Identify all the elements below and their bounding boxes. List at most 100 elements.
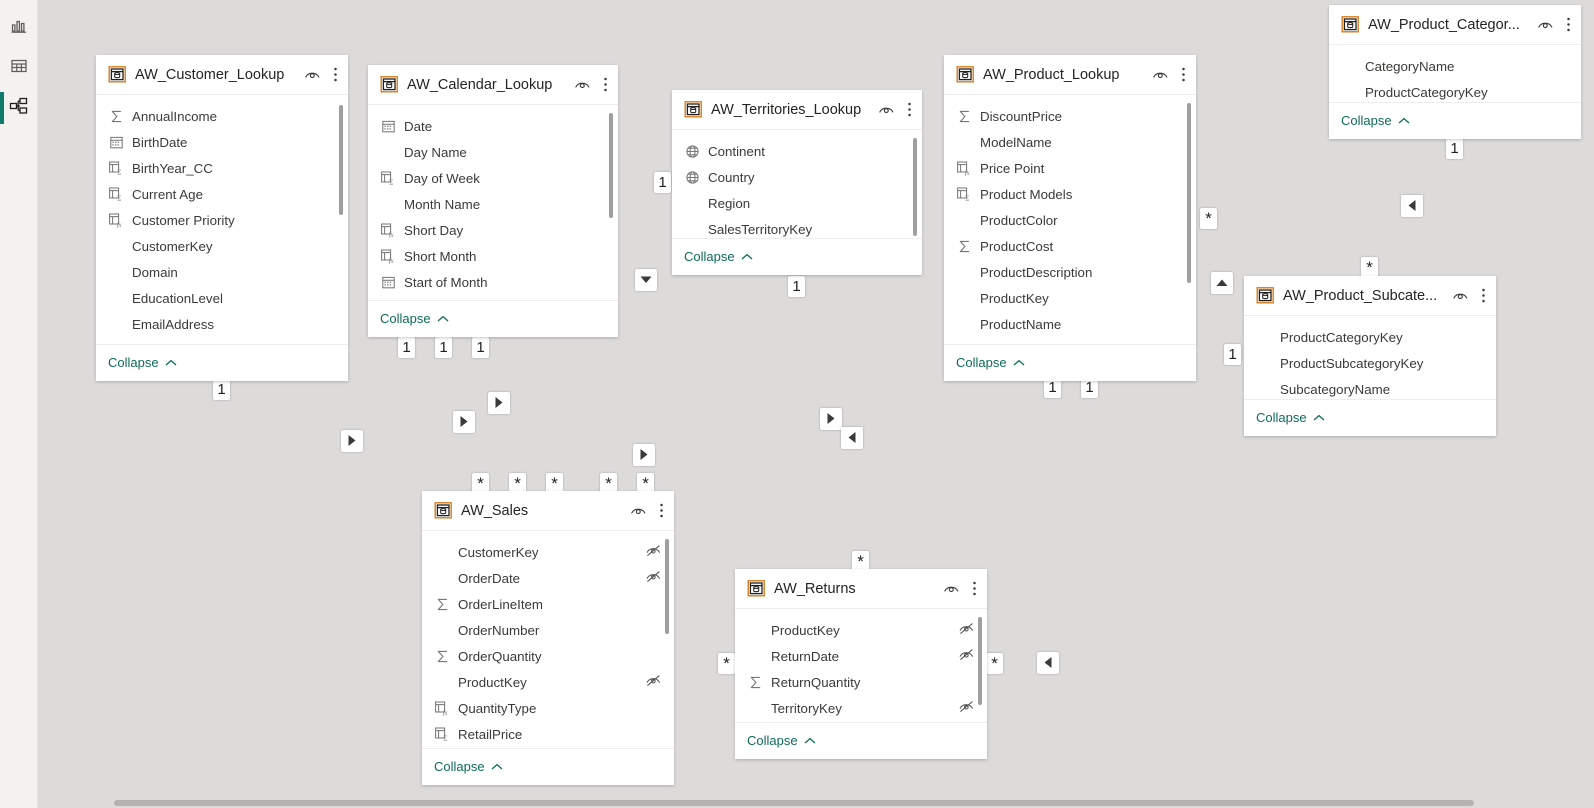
field-row[interactable]: Continent xyxy=(672,138,922,164)
sidebar-item-report-view[interactable] xyxy=(0,8,38,48)
field-row[interactable]: CategoryName xyxy=(1329,53,1581,79)
field-row[interactable]: AnnualIncome xyxy=(96,103,348,129)
field-row[interactable]: SubcategoryName xyxy=(1244,376,1496,399)
field-row[interactable]: OrderDate xyxy=(422,565,674,591)
field-row[interactable]: Month Name xyxy=(368,191,618,217)
field-row[interactable]: fx Short Month xyxy=(368,243,618,269)
field-row[interactable]: fx QuantityType xyxy=(422,695,674,721)
table-card-subcategory[interactable]: AW_Product_Subcate... ProductCategoryKey… xyxy=(1244,276,1496,436)
hidden-eye-icon[interactable] xyxy=(645,543,662,561)
hidden-eye-icon[interactable] xyxy=(645,569,662,587)
table-card-territories[interactable]: AW_Territories_Lookup Continent Country … xyxy=(672,90,922,275)
collapse-button[interactable]: Collapse xyxy=(956,355,1025,370)
field-row[interactable]: OrderQuantity xyxy=(422,643,674,669)
field-row[interactable]: Domain xyxy=(96,259,348,285)
table-card-sales[interactable]: AW_Sales CustomerKey OrderDate OrderLine… xyxy=(422,491,674,785)
eye-icon[interactable] xyxy=(1537,17,1554,32)
more-options-icon[interactable] xyxy=(659,502,664,519)
field-row[interactable]: Date xyxy=(368,113,618,139)
vertical-scrollbar-thumb[interactable] xyxy=(978,617,982,705)
sidebar-item-data-view[interactable] xyxy=(0,48,38,88)
field-row[interactable] xyxy=(368,295,618,300)
vertical-scrollbar-thumb[interactable] xyxy=(339,105,343,215)
field-row[interactable]: Country xyxy=(672,164,922,190)
table-header[interactable]: AW_Calendar_Lookup xyxy=(368,65,618,105)
table-header[interactable]: AW_Sales xyxy=(422,491,674,531)
field-row[interactable]: ProductCategoryKey xyxy=(1244,324,1496,350)
vertical-scrollbar-thumb[interactable] xyxy=(665,539,669,634)
table-card-category[interactable]: AW_Product_Categor... CategoryName Produ… xyxy=(1329,5,1581,139)
field-row[interactable]: ProductKey xyxy=(422,669,674,695)
eye-icon[interactable] xyxy=(878,102,895,117)
field-row[interactable]: Σ RetailPrice xyxy=(422,721,674,747)
collapse-button[interactable]: Collapse xyxy=(380,311,449,326)
eye-icon[interactable] xyxy=(304,67,321,82)
collapse-button[interactable]: Collapse xyxy=(1341,113,1410,128)
field-row[interactable]: Σ Current Age xyxy=(96,181,348,207)
table-card-customer[interactable]: AW_Customer_Lookup AnnualIncome BirthDat… xyxy=(96,55,348,381)
field-row[interactable]: ProductColor xyxy=(944,207,1196,233)
hidden-eye-icon[interactable] xyxy=(958,647,975,665)
field-row[interactable]: ProductKey xyxy=(735,617,987,643)
field-row[interactable]: ProductSubcategoryKey xyxy=(1244,350,1496,376)
hidden-eye-icon[interactable] xyxy=(958,621,975,639)
vertical-scrollbar-thumb[interactable] xyxy=(1187,103,1191,283)
field-row[interactable]: EmailAddress xyxy=(96,311,348,337)
field-row[interactable]: ReturnQuantity xyxy=(735,669,987,695)
field-row[interactable]: ProductName xyxy=(944,311,1196,337)
field-row[interactable]: fx Customer Priority xyxy=(96,207,348,233)
field-row[interactable]: Σ Product Models xyxy=(944,181,1196,207)
sidebar-item-model-view[interactable] xyxy=(0,88,38,128)
table-header[interactable]: AW_Territories_Lookup xyxy=(672,90,922,130)
collapse-button[interactable]: Collapse xyxy=(747,733,816,748)
more-options-icon[interactable] xyxy=(1481,287,1486,304)
eye-icon[interactable] xyxy=(574,77,591,92)
hidden-eye-icon[interactable] xyxy=(645,673,662,691)
field-row[interactable]: Start of Month xyxy=(368,269,618,295)
table-header[interactable]: AW_Product_Lookup xyxy=(944,55,1196,95)
table-header[interactable]: AW_Product_Subcate... xyxy=(1244,276,1496,316)
field-row[interactable]: OrderLineItem xyxy=(422,591,674,617)
more-options-icon[interactable] xyxy=(1566,16,1571,33)
field-row[interactable]: CustomerKey xyxy=(422,539,674,565)
field-row[interactable]: CustomerKey xyxy=(96,233,348,259)
field-row[interactable]: OrderNumber xyxy=(422,617,674,643)
more-options-icon[interactable] xyxy=(907,101,912,118)
more-options-icon[interactable] xyxy=(972,580,977,597)
field-row[interactable]: DiscountPrice xyxy=(944,103,1196,129)
field-row[interactable]: ProductKey xyxy=(944,285,1196,311)
more-options-icon[interactable] xyxy=(603,76,608,93)
collapse-button[interactable]: Collapse xyxy=(108,355,177,370)
field-row[interactable]: ProductDescription xyxy=(944,259,1196,285)
eye-icon[interactable] xyxy=(943,581,960,596)
more-options-icon[interactable] xyxy=(1181,66,1186,83)
vertical-scrollbar-thumb[interactable] xyxy=(913,138,917,236)
field-row[interactable]: Region xyxy=(672,190,922,216)
field-row[interactable]: ReturnDate xyxy=(735,643,987,669)
field-row[interactable]: TerritoryKey xyxy=(735,695,987,721)
collapse-button[interactable]: Collapse xyxy=(1256,410,1325,425)
eye-icon[interactable] xyxy=(630,503,647,518)
vertical-scrollbar-thumb[interactable] xyxy=(609,113,613,218)
table-header[interactable]: AW_Customer_Lookup xyxy=(96,55,348,95)
field-row[interactable]: EducationLevel xyxy=(96,285,348,311)
scrollbar-thumb[interactable] xyxy=(114,800,1474,806)
table-card-product[interactable]: AW_Product_Lookup DiscountPrice ModelNam… xyxy=(944,55,1196,381)
field-row[interactable]: fx Short Day xyxy=(368,217,618,243)
field-row[interactable]: fx Price Point xyxy=(944,155,1196,181)
field-row[interactable]: Σ Day of Week xyxy=(368,165,618,191)
eye-icon[interactable] xyxy=(1152,67,1169,82)
field-row[interactable]: Σ BirthYear_CC xyxy=(96,155,348,181)
hidden-eye-icon[interactable] xyxy=(958,699,975,717)
field-row[interactable]: ProductCategoryKey xyxy=(1329,79,1581,102)
table-card-returns[interactable]: AW_Returns ProductKey ReturnDate ReturnQ… xyxy=(735,569,987,759)
table-header[interactable]: AW_Product_Categor... xyxy=(1329,5,1581,45)
horizontal-scrollbar[interactable] xyxy=(38,798,1594,808)
field-row[interactable]: BirthDate xyxy=(96,129,348,155)
field-row[interactable]: SalesTerritoryKey xyxy=(672,216,922,238)
field-row[interactable]: ProductCost xyxy=(944,233,1196,259)
more-options-icon[interactable] xyxy=(333,66,338,83)
collapse-button[interactable]: Collapse xyxy=(684,249,753,264)
table-card-calendar[interactable]: AW_Calendar_Lookup Date Day Name Σ Day o… xyxy=(368,65,618,337)
